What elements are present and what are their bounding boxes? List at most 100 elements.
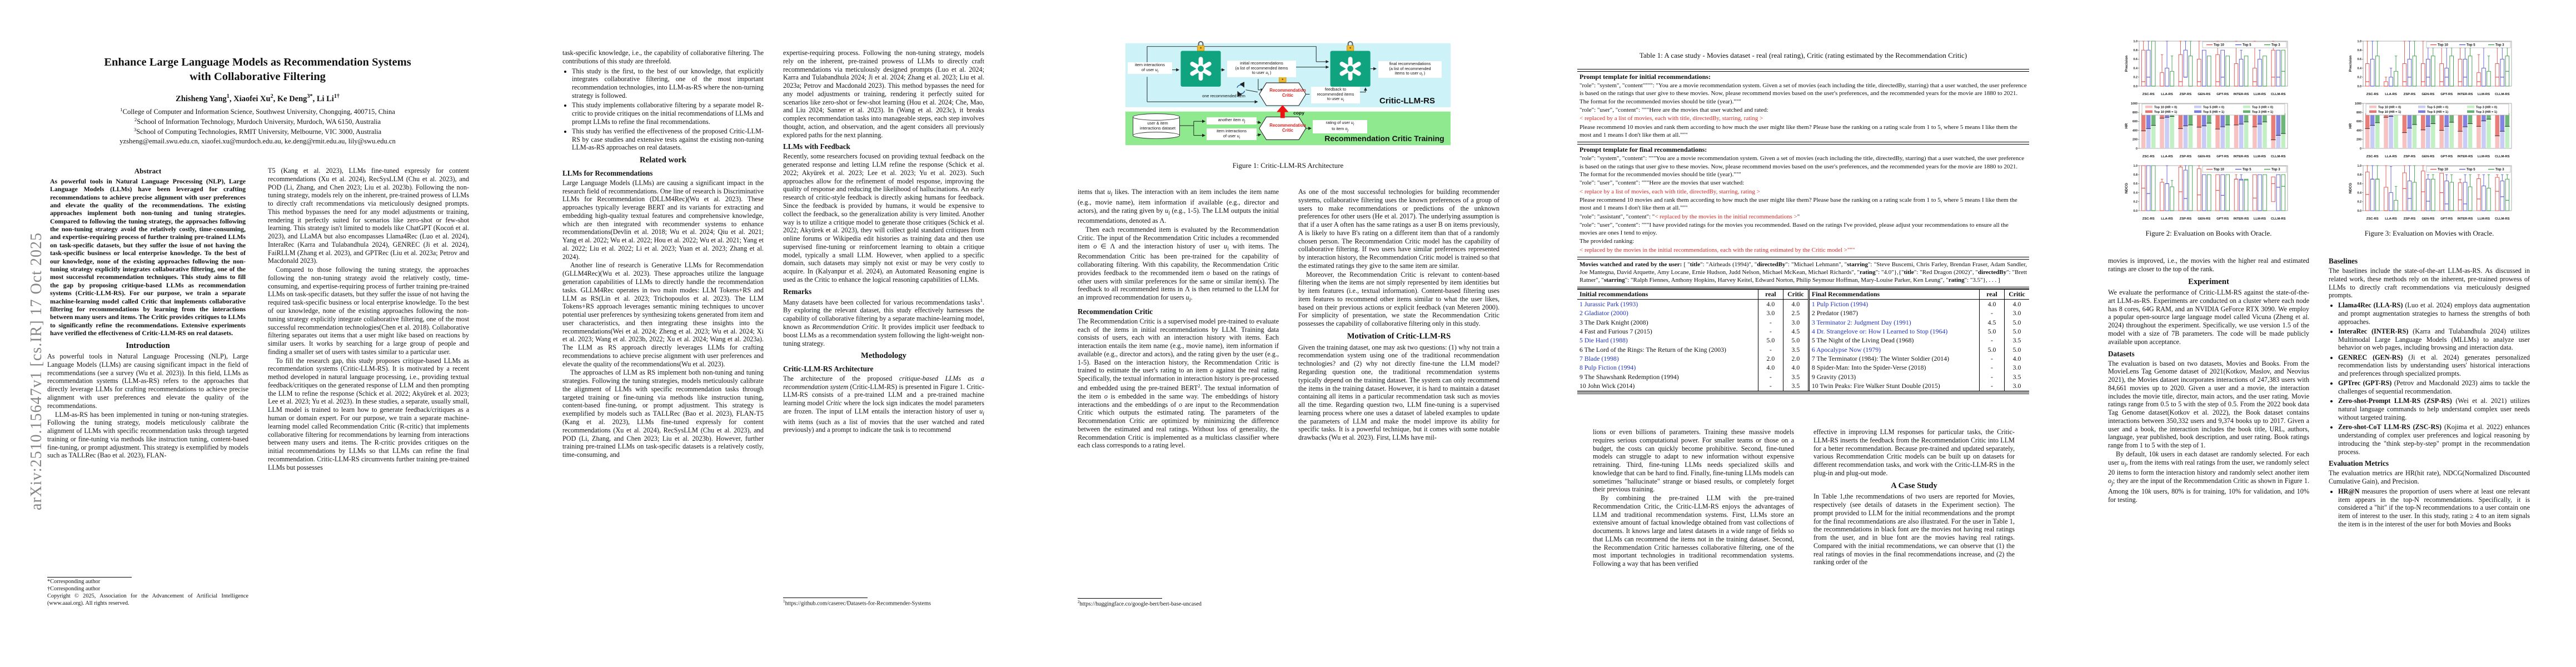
table-cell: 5.0 <box>1757 336 1783 346</box>
column-header: real <box>1979 289 2005 300</box>
page-4: Table 1: A case study - Movies dataset -… <box>1546 0 2061 667</box>
architecture-heading: Critic-LLM-RS Architecture <box>783 364 874 373</box>
x-tick-label: GEN-RS <box>2198 217 2210 221</box>
table-cell: - <box>1979 381 2005 391</box>
hr1-bar <box>2183 113 2188 126</box>
paragraph: Compared to those following the tuning s… <box>268 266 469 356</box>
y-tick-label: 1000 <box>2355 102 2361 106</box>
item-name: GENREC (GEN-RS) <box>2338 353 2403 361</box>
llms-with-feedback-heading: LLMs with Feedback <box>783 142 850 151</box>
table-cell: 3 Terminator 2: Judgment Day (1991) <box>1807 318 1980 327</box>
baselines-heading: Baselines <box>2329 257 2358 265</box>
prompt-line: < replaced by the movies in the initial … <box>1580 246 2027 254</box>
x-tick-label: GPT-RS <box>2440 217 2453 221</box>
hr1-bar <box>2188 113 2193 125</box>
table-cell: - <box>1757 381 1783 391</box>
paragraph: As one of the most successful technologi… <box>1298 188 1499 270</box>
item-text: (Karra and Tulabandhula 2024) utilizes M… <box>2338 327 2530 352</box>
hr0-bar <box>2407 128 2412 148</box>
lock-icon <box>1197 41 1205 51</box>
dataset-cylinder <box>1133 113 1180 139</box>
item-name: InteraRec (INTER-RS) <box>2338 327 2409 335</box>
hr1-bar <box>2244 113 2249 122</box>
hr0-bar <box>2170 116 2174 148</box>
baseline-item: GPTrec (GPT-RS) (Petrov and Macdonald 20… <box>2338 379 2530 396</box>
y-tick-label: 0.4 <box>2358 67 2362 70</box>
legend-label: Top 3 <box>2271 168 2280 172</box>
text-segment: ": "Ralph Fiennes, Anthony Hopkins, Harv… <box>1625 277 1949 284</box>
prompt-line: "role": "user", "content": """Here are t… <box>1580 106 2027 114</box>
y-tick-label: 0.2 <box>2358 201 2362 204</box>
table1-caption: Table 1: A case study - Movies dataset -… <box>1639 51 1967 59</box>
legend-label: Top 10 (HR = 0) <box>2378 106 2401 109</box>
x-tick-label: LLM-RS <box>2478 155 2490 158</box>
prompt-line: "role": "system", "content": """You are … <box>1580 155 2027 178</box>
paragraph: T5 (Kang et al. 2023), LLMs fine-tuned e… <box>268 167 469 265</box>
authors: Zhisheng Yang1, Xiaofei Xu2, Ke Deng3*, … <box>176 93 340 103</box>
table-rule <box>1577 257 2029 260</box>
y-tick-label: 200 <box>2356 138 2361 142</box>
y-tick-label: 0.6 <box>2134 182 2138 186</box>
paragraph: The approaches of LLM as RS implement bo… <box>562 369 764 459</box>
legend-label: Top 3 (HR = 1) <box>2476 111 2497 114</box>
hr1-bar <box>2402 113 2407 133</box>
text-segment: [ " <box>1682 261 1690 268</box>
table-row: 6 The Lord of the Rings: The Return of t… <box>1577 345 2029 355</box>
table-cell: 9 The Shawshank Redemption (1994) <box>1580 372 1679 381</box>
y-tick-label: 0.6 <box>2134 58 2138 61</box>
y-tick-label: 0.6 <box>2358 182 2362 186</box>
hr0-bar <box>2276 135 2281 148</box>
x-tick-label: LLA-RS <box>2161 93 2173 96</box>
hr0-bar <box>2449 122 2454 148</box>
text-segment: "role": "user", "content": """I have pro… <box>1580 221 2009 237</box>
table-cell: 6 The Lord of the Rings: The Return of t… <box>1580 345 1726 354</box>
table-cell: 4.0 <box>1757 363 1783 373</box>
table-cell: 4.0 <box>1782 363 1809 373</box>
table-cell: 8 Pulp Fiction (1994) <box>1580 364 1636 372</box>
p4-column-2: effective in improving LLM responses for… <box>1813 428 2015 620</box>
table-cell: 4.0 <box>1979 299 2005 309</box>
y-tick-label: 0.4 <box>2358 191 2362 195</box>
x-tick-label: ZSP-RS <box>2180 93 2192 96</box>
table-cell: 2 Predator (1987) <box>1807 308 1980 318</box>
hr0-bar <box>2165 117 2169 148</box>
x-tick-label: LLM-RS <box>2254 93 2266 96</box>
table-cell: - <box>1979 354 2005 364</box>
table-cell: 5.0 <box>1782 336 1809 346</box>
text-segment: "role": "user", "content": """Here are t… <box>1580 180 1745 187</box>
bold-segment: rating <box>1859 268 1876 276</box>
x-tick-label: GEN-RS <box>2421 155 2434 158</box>
item-name: HR@N <box>2338 487 2360 495</box>
footnote-rule <box>47 577 132 578</box>
x-tick-label: ZSP-RS <box>2404 217 2416 221</box>
column-header: Critic <box>2004 289 2029 300</box>
hr0-bar <box>2215 129 2220 148</box>
hr0-bar <box>2365 128 2370 148</box>
table-cell: - <box>1979 308 2005 318</box>
paragraph: By default, 10k users in each dataset ar… <box>2108 450 2309 504</box>
legend-label: Top 10 (HR = 1) <box>2154 111 2177 114</box>
item-text: (Wei et al. 2021) utilizes natural langu… <box>2338 397 2530 421</box>
datasets-heading: Datasets <box>2108 349 2135 358</box>
p3-column-1: items that ui likes. The interaction wit… <box>1078 188 1279 577</box>
hr1-bar <box>2407 113 2412 128</box>
baseline-item: Llama4Rec (LLA-RS) (Luo et al. 2024) emp… <box>2338 301 2530 326</box>
hr1-bar <box>2384 113 2388 118</box>
table-cell: 5.0 <box>1979 327 2005 336</box>
footnote-corresponding: *Corresponding author <box>47 579 101 585</box>
x-tick-label: INTER-RS <box>2234 155 2249 158</box>
hr1-bar <box>2271 113 2276 140</box>
lock-icon <box>1346 41 1354 51</box>
table-cell: 3.5 <box>2004 336 2029 346</box>
hr1-bar <box>2220 113 2225 127</box>
item-text: (Luo et al. 2024) employs data augmentat… <box>2338 301 2530 326</box>
hr0-bar <box>2234 125 2239 148</box>
text-segment: ": "Brett Ratner", " <box>1580 268 2027 284</box>
table-cell: 5 Die Hard (1988) <box>1580 336 1628 345</box>
table-cell: 6 Apocalypse Now (1979) <box>1807 345 1980 355</box>
methodology-heading: Methodology <box>861 351 906 361</box>
